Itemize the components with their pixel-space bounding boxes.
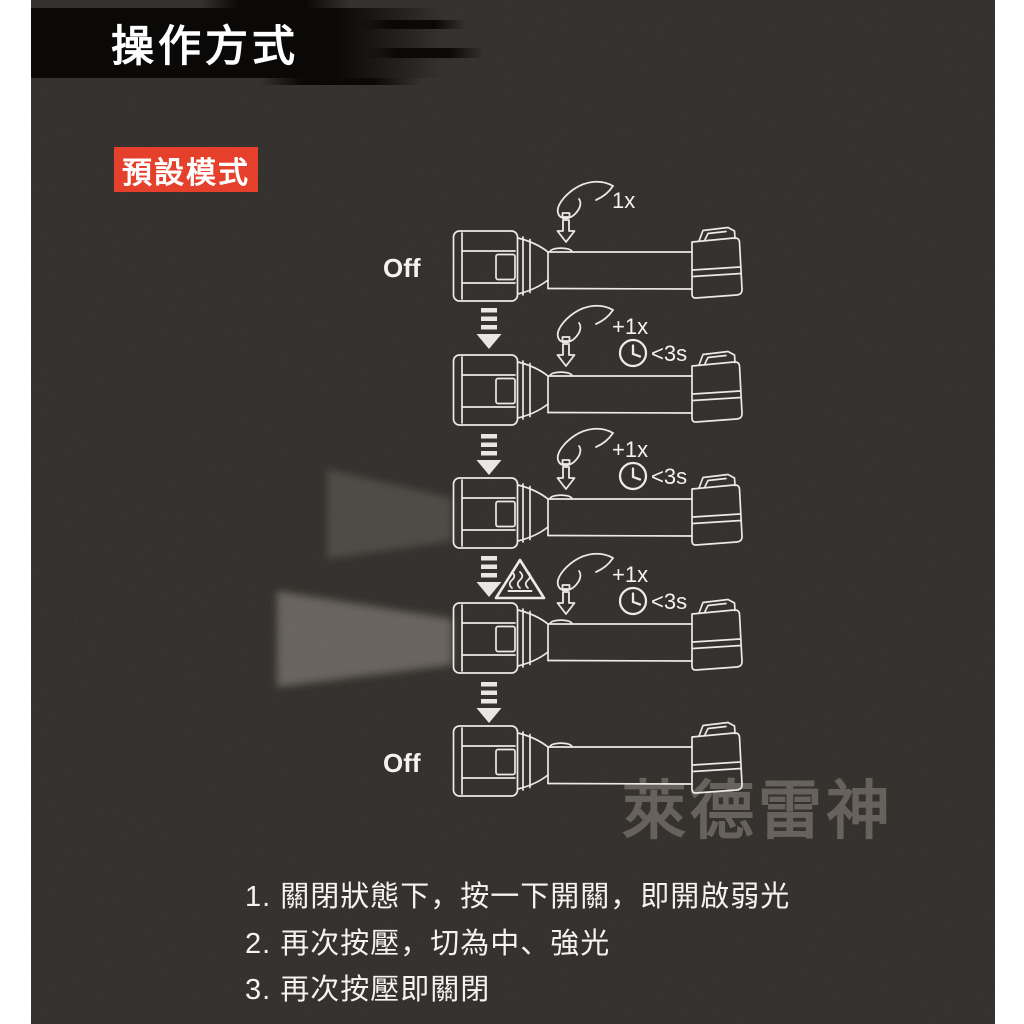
flashlight-step-1 bbox=[452, 226, 743, 302]
timer-label-3: <3s bbox=[651, 464, 687, 489]
brush-streak bbox=[201, 0, 351, 8]
press-count-label-3: +1x bbox=[612, 437, 648, 462]
brand-watermark: 萊德雷神 bbox=[622, 775, 894, 847]
instruction-list: 1. 關閉狀態下，按一下開關，即開啟弱光 2. 再次按壓，切為中、強光 3. 再… bbox=[245, 874, 790, 1014]
state-label-off-2: Off bbox=[383, 748, 421, 778]
step-arrow-icon bbox=[476, 682, 502, 723]
operation-diagram: Off 1x +1x <3s +1x <3s +1x bbox=[277, 180, 743, 797]
flashlight-step-2 bbox=[452, 350, 743, 426]
brush-streak bbox=[366, 48, 484, 58]
clock-icon bbox=[618, 338, 648, 368]
beam-strong bbox=[277, 591, 452, 687]
mode-badge: 預設模式 bbox=[114, 147, 258, 192]
instruction-line-3: 3. 再次按壓即關閉 bbox=[245, 974, 491, 1006]
press-count-label-1: 1x bbox=[612, 188, 635, 213]
timer-label-2: <3s bbox=[651, 341, 687, 366]
flashlight-step-5 bbox=[452, 721, 743, 797]
flashlight-step-3 bbox=[452, 473, 743, 549]
dark-canvas: 操作方式 預設模式 萊德雷神 bbox=[31, 0, 995, 1024]
brush-streak bbox=[261, 78, 421, 85]
brush-streak bbox=[361, 20, 466, 29]
step-arrow-icon bbox=[476, 434, 502, 475]
press-count-label-4: +1x bbox=[612, 562, 648, 587]
title-banner bbox=[31, 0, 484, 85]
step-arrow-icon bbox=[476, 556, 502, 597]
beam-medium bbox=[327, 469, 452, 559]
step-arrow-icon bbox=[476, 308, 502, 349]
clock-icon bbox=[618, 461, 648, 491]
state-label-off-1: Off bbox=[383, 253, 421, 283]
page-title: 操作方式 bbox=[111, 23, 299, 71]
press-count-label-2: +1x bbox=[612, 314, 648, 339]
flashlight-step-4 bbox=[452, 598, 743, 674]
instruction-line-1: 1. 關閉狀態下，按一下開關，即開啟弱光 bbox=[245, 881, 791, 913]
instruction-line-2: 2. 再次按壓，切為中、強光 bbox=[245, 927, 611, 960]
timer-label-4: <3s bbox=[651, 589, 687, 614]
clock-icon bbox=[618, 586, 648, 616]
heat-warning-icon bbox=[494, 558, 546, 600]
